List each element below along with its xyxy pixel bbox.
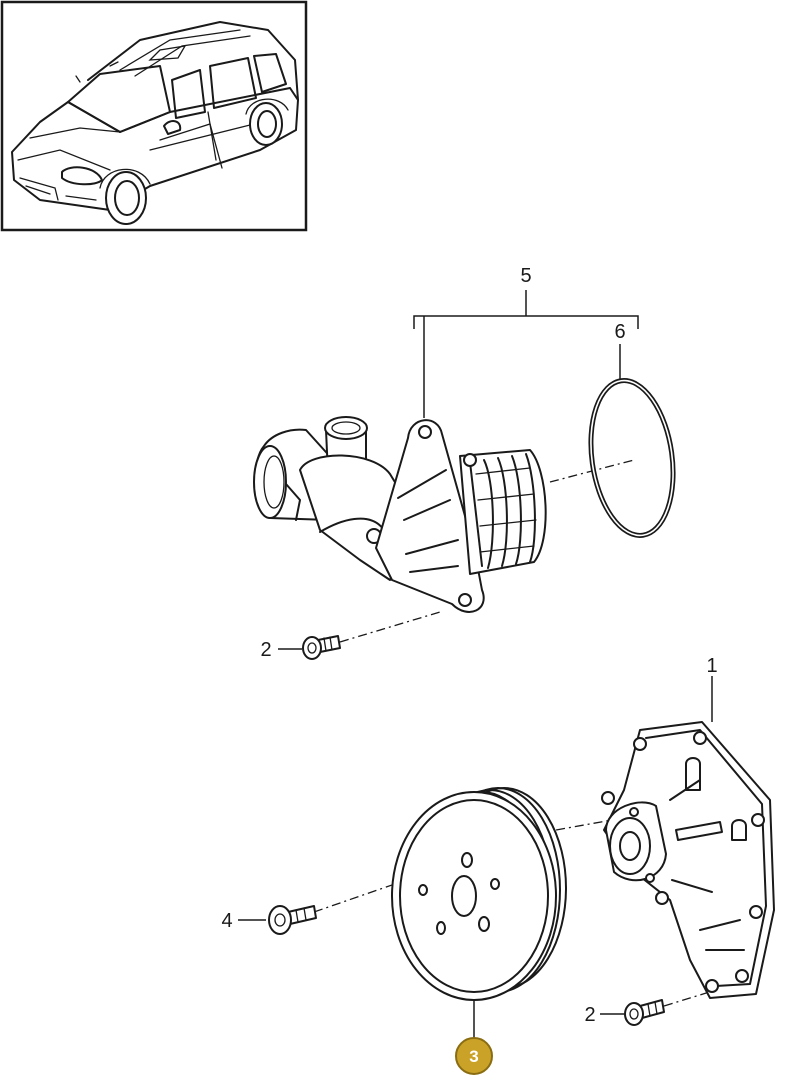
suv-illustration-icon xyxy=(11,21,299,225)
callout-5[interactable]: 5 xyxy=(520,265,531,287)
pulley xyxy=(391,787,567,1001)
bolt-lower xyxy=(624,999,665,1026)
callout-2-upper[interactable]: 2 xyxy=(260,639,271,661)
callout-2-lower[interactable]: 2 xyxy=(584,1004,595,1026)
bolt-pulley xyxy=(268,905,317,935)
callout-1[interactable]: 1 xyxy=(706,655,717,677)
callout-3[interactable]: 3 xyxy=(469,1047,478,1066)
callout-4[interactable]: 4 xyxy=(221,910,232,932)
leader-lines xyxy=(238,290,713,1038)
vehicle-thumbnail xyxy=(0,0,308,232)
callout-6[interactable]: 6 xyxy=(614,321,625,343)
callout-3-badge[interactable]: 3 xyxy=(455,1037,493,1075)
o-ring-seal xyxy=(588,378,676,538)
bolt-upper xyxy=(302,635,341,660)
water-pump xyxy=(601,721,775,999)
callouts: 5 6 2 1 4 2 3 xyxy=(221,265,718,1075)
thermostat-housing xyxy=(253,416,547,613)
